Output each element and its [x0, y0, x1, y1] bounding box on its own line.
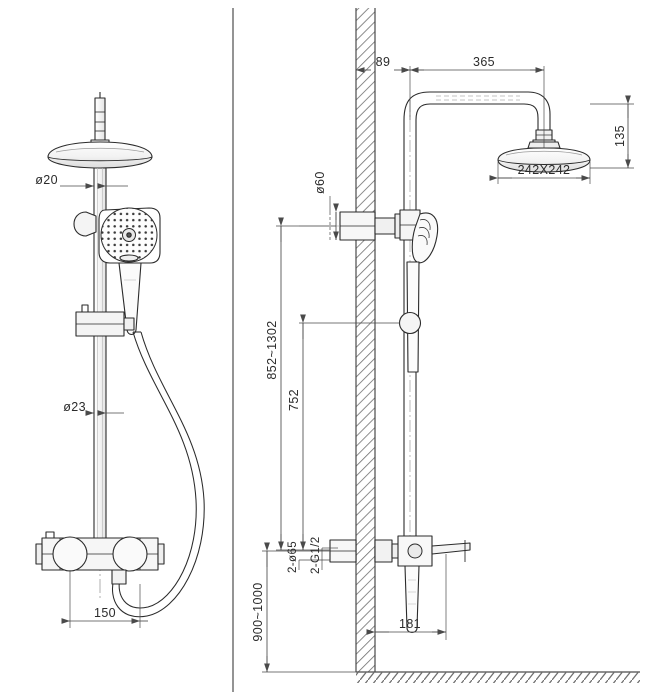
note-2-g12: 2-G1/2	[310, 536, 338, 574]
note-label-2-g12: 2-G1/2	[310, 536, 322, 574]
note-2-dia65: 2-ø65	[287, 541, 330, 573]
left-view-dimensions: ø20 ø23 150	[35, 173, 148, 628]
dim-label-150: 150	[94, 606, 116, 620]
dim-label-89: 89	[376, 55, 391, 69]
dim-label-135: 135	[613, 125, 627, 147]
wall-section	[355, 8, 376, 672]
overhead-shower-head	[47, 92, 153, 169]
hand-shower	[73, 207, 161, 336]
dimension-181: 181	[366, 554, 447, 640]
dimension-dia60: ø60	[313, 171, 339, 240]
right-side-elevation-view: 89 365 135	[251, 8, 640, 683]
dim-label-dia23: ø23	[63, 400, 86, 414]
dimension-852-1302: 852~1302	[265, 217, 336, 551]
dimension-135: 135	[590, 95, 634, 169]
dimension-dia20: ø20	[35, 173, 128, 189]
dim-label-852-1302: 852~1302	[265, 320, 279, 379]
right-view-dimensions: 89 365 135	[251, 55, 634, 673]
dim-label-365: 365	[473, 55, 495, 69]
floor-section	[356, 671, 640, 683]
left-front-elevation-view: ø20 ø23 150	[35, 92, 205, 628]
dim-label-181: 181	[399, 617, 421, 631]
dim-label-dia60: ø60	[313, 171, 327, 194]
dimension-dia23: ø23	[63, 400, 124, 416]
overhead-shower-disc	[497, 141, 591, 173]
dimension-752: 752	[287, 314, 400, 550]
dimension-150: 150	[61, 570, 148, 628]
dim-label-752: 752	[287, 389, 301, 411]
dimension-242x242: 242X242	[489, 162, 591, 184]
dimension-365: 365	[401, 55, 544, 73]
slider-bracket	[75, 304, 135, 337]
hand-shower-side	[398, 209, 439, 373]
dim-label-242x242: 242X242	[518, 163, 571, 177]
note-label-2-dia65: 2-ø65	[287, 541, 299, 573]
dim-label-900-1000: 900~1000	[251, 582, 265, 641]
thermostatic-mixer-valve	[35, 531, 165, 585]
thermostatic-valve-side	[329, 535, 471, 634]
dim-label-dia20: ø20	[35, 173, 58, 187]
dimension-900-1000: 900~1000	[251, 542, 356, 673]
